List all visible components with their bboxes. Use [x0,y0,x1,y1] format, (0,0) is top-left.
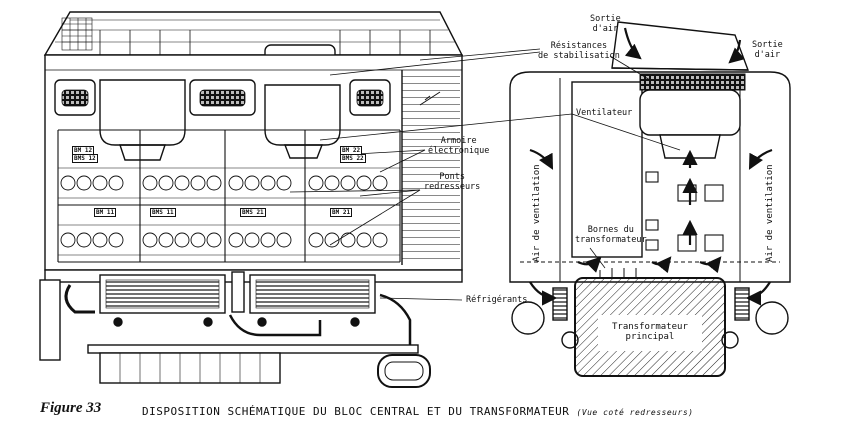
tag-bms22: BMS 22 [340,154,366,163]
fan-housing-right [639,89,741,136]
label-air-ventilation-left: Air de ventilation [532,164,542,262]
resistance-lattice [61,17,93,51]
grille-1 [61,89,89,107]
grille-3 [356,89,384,107]
tag-bms21: BMS 21 [240,208,266,217]
label-ventilateur: Ventilateur [576,108,633,118]
resistance-box [639,73,746,91]
tag-bm21: BM 21 [330,208,353,217]
tag-bm11: BM 11 [94,208,117,217]
caption-main: DISPOSITION SCHÉMATIQUE DU BLOC CENTRAL … [142,405,570,418]
left-side-detail [419,91,441,106]
rectifier-row-upper [60,175,388,191]
figure-caption: DISPOSITION SCHÉMATIQUE DU BLOC CENTRAL … [142,405,693,418]
right-view-transformer [509,21,791,377]
figure-label: Figure 33 [40,400,102,416]
label-air-ventilation-right: Air de ventilation [765,164,775,262]
tag-bms11: BMS 11 [150,208,176,217]
fan-housing-left [99,79,186,146]
roof-left [43,11,464,56]
caption-sub: (Vue coté redresseurs) [576,408,694,417]
pump [377,354,431,388]
tag-bms12: BMS 12 [72,154,98,163]
roof-hatch [611,21,750,71]
rectifier-row-lower [60,232,388,248]
grille-2 [199,89,246,107]
left-view-central-block [39,11,464,388]
fan-housing-center [264,84,341,146]
label-refrigerants: Réfrigérants [466,295,528,305]
